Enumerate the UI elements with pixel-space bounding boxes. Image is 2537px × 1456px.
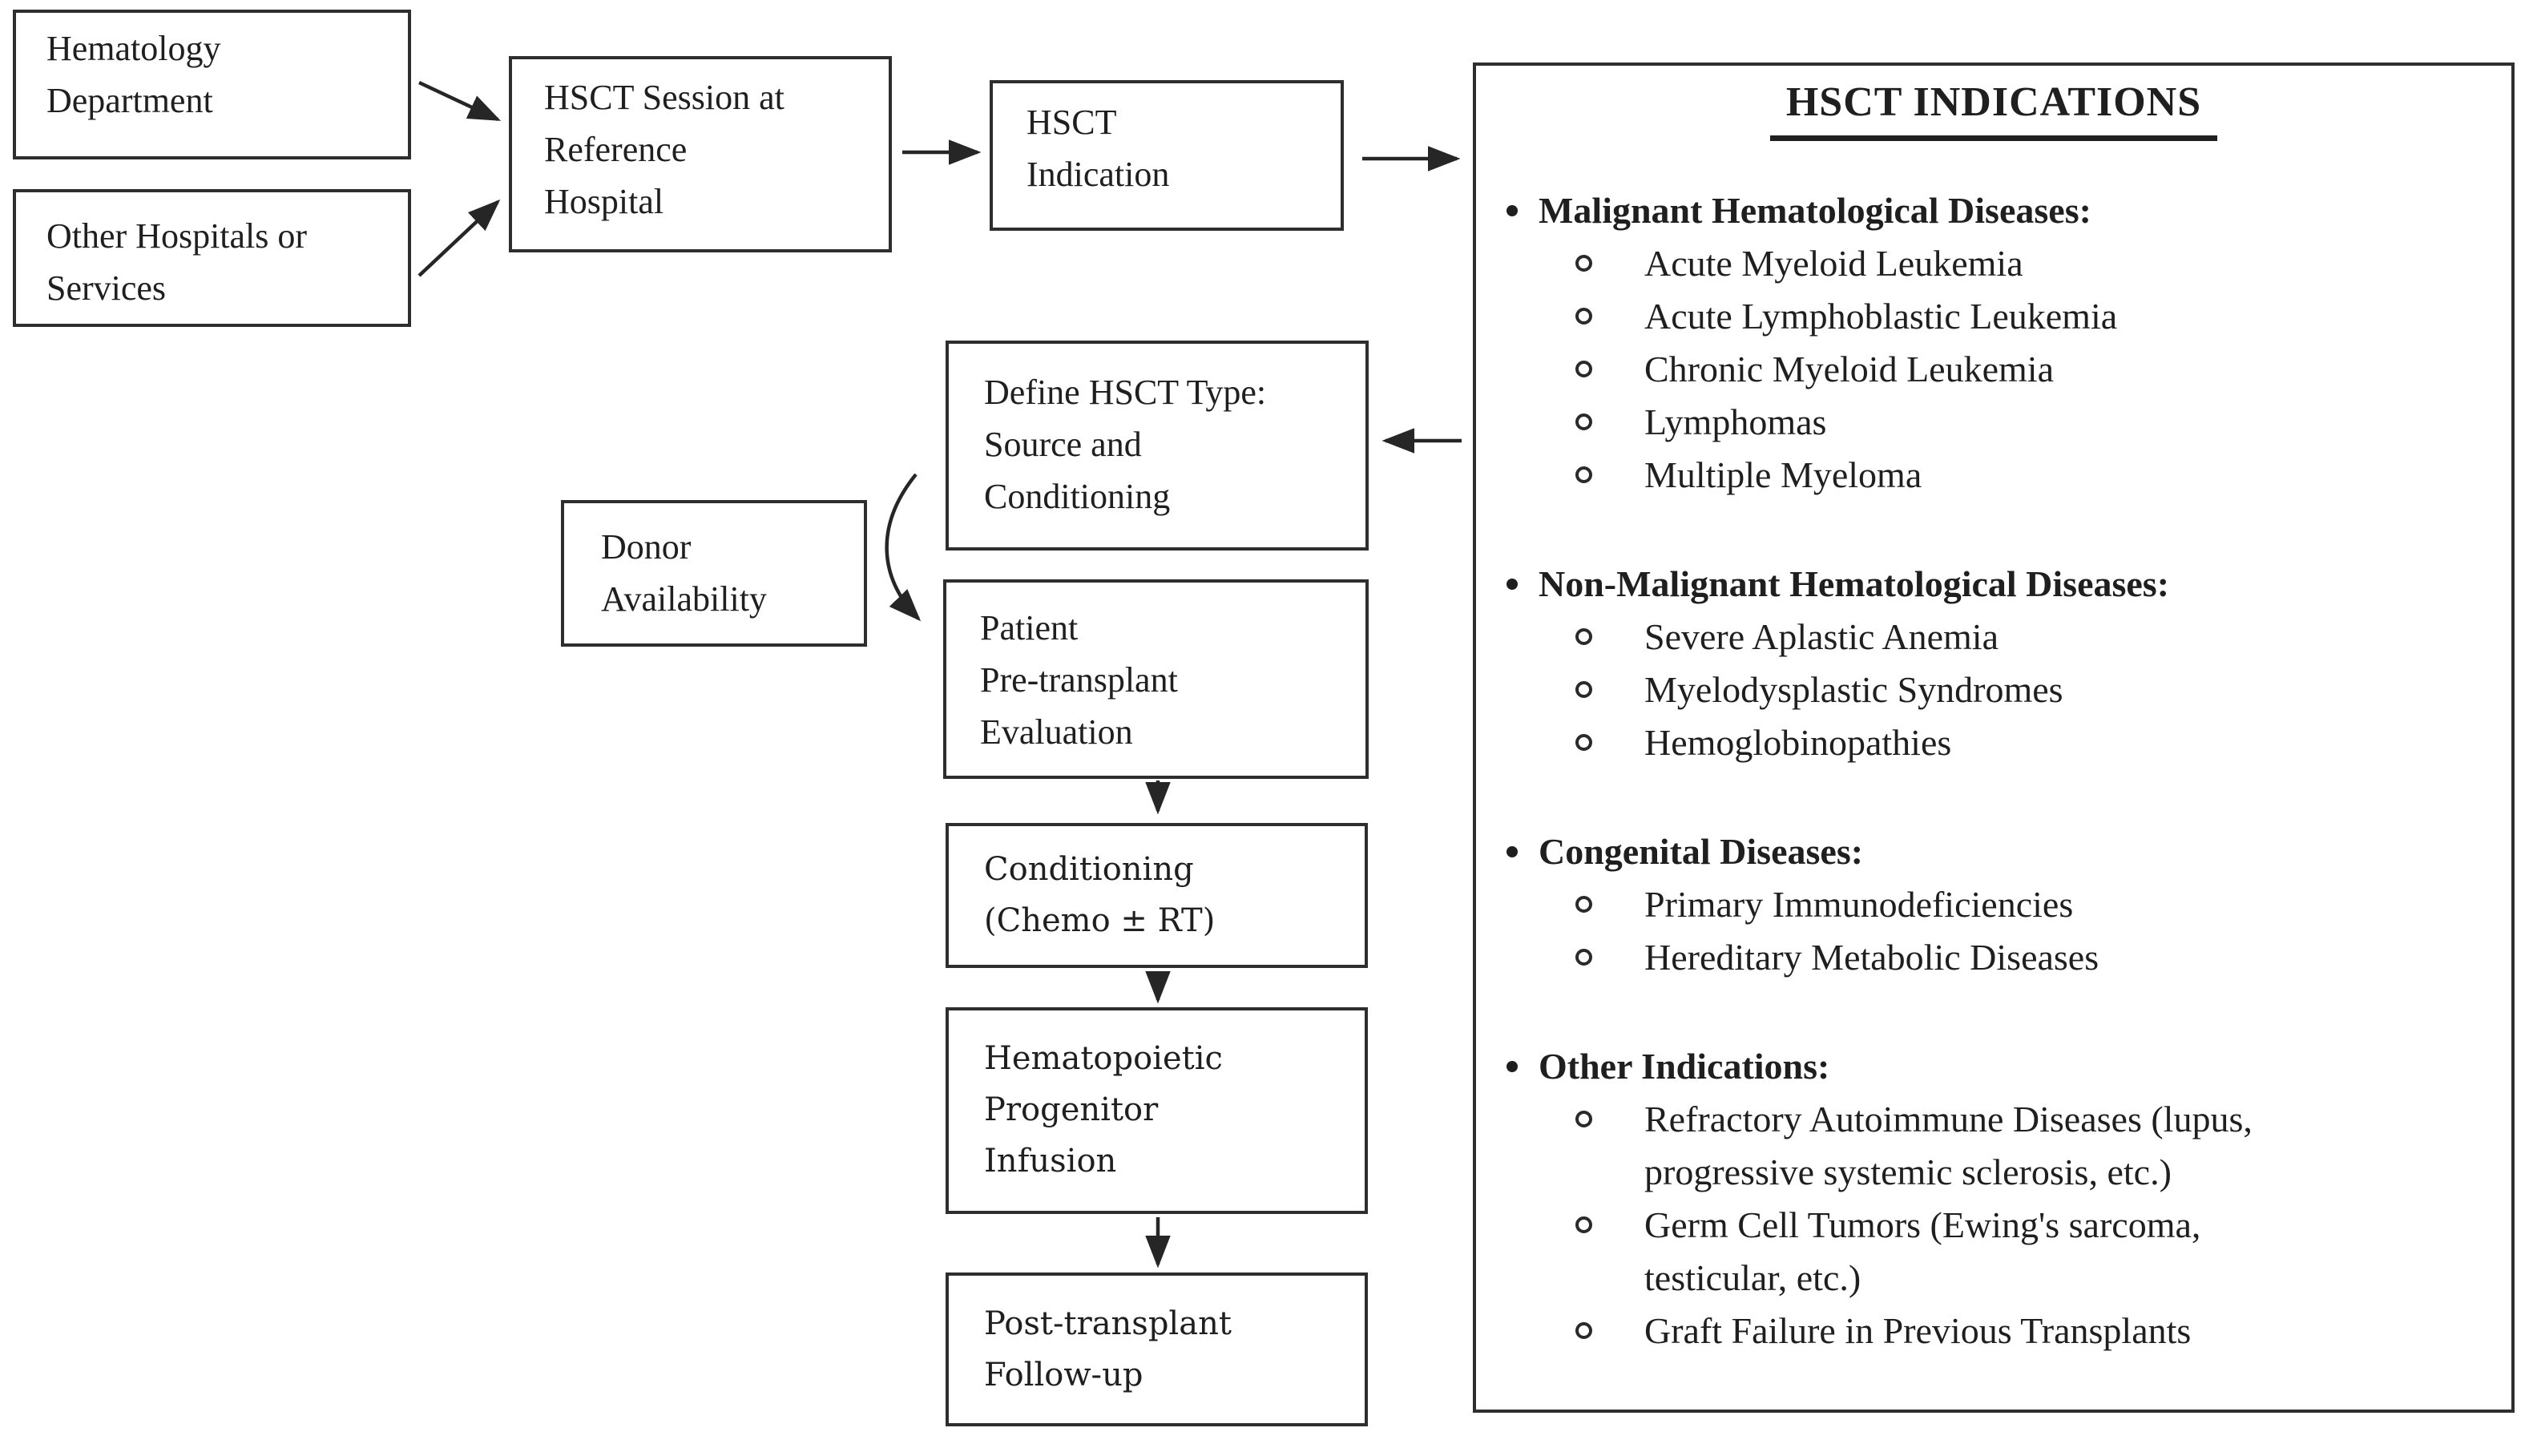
section-header: Other Indications: — [1476, 1040, 2511, 1093]
box-label-line: Evaluation — [980, 712, 1133, 752]
box-label-line: HSCT Session at — [544, 78, 784, 117]
box-label-line: Source and — [984, 425, 1142, 464]
box-label-line: Donor — [601, 527, 692, 567]
define-hsct-type-box: Define HSCT Type: Source and Conditionin… — [946, 341, 1369, 551]
section-header-label: Non-Malignant Hematological Diseases: — [1539, 563, 2170, 604]
circle-bullet-icon — [1575, 308, 1592, 325]
box-label-line: Hematology — [46, 29, 221, 68]
bullet-dot-icon — [1506, 205, 1518, 216]
panel-title-wrap: HSCT INDICATIONS — [1476, 79, 2511, 141]
section-header: Non-Malignant Hematological Diseases: — [1476, 558, 2511, 611]
list-item: Primary Immunodeficiencies — [1476, 878, 2511, 931]
box-label-line: (Chemo ± RT) — [984, 902, 1216, 939]
box-label-line: Reference — [544, 130, 688, 169]
box-label-line: Hospital — [544, 182, 664, 221]
bullet-dot-icon — [1506, 846, 1518, 857]
list-item-label: Acute Lymphoblastic Leukemia — [1644, 296, 2118, 337]
list-item: Myelodysplastic Syndromes — [1476, 663, 2511, 716]
circle-bullet-icon — [1575, 1322, 1592, 1339]
hsct-indications-panel: HSCT INDICATIONS Malignant Hematological… — [1473, 63, 2515, 1413]
circle-bullet-icon — [1575, 1216, 1592, 1233]
section-header-label: Malignant Hematological Diseases: — [1539, 190, 2091, 231]
patient-pretransplant-evaluation-box: Patient Pre-transplant Evaluation — [943, 579, 1369, 779]
list-item: Lymphomas — [1476, 396, 2511, 449]
section-malignant: Malignant Hematological Diseases: Acute … — [1476, 184, 2511, 502]
circle-bullet-icon — [1575, 413, 1592, 430]
conditioning-box: Conditioning (Chemo ± RT) — [946, 823, 1368, 968]
list-item-label: Lymphomas — [1644, 401, 1827, 442]
list-item-label: Refractory Autoimmune Diseases (lupus, — [1644, 1099, 2253, 1139]
list-item: Multiple Myeloma — [1476, 449, 2511, 502]
box-label-line: HSCT — [1026, 103, 1117, 142]
list-item: Hemoglobinopathies — [1476, 716, 2511, 769]
box-label-line: Services — [46, 268, 167, 308]
box-label-line: Post-transplant — [984, 1305, 1232, 1342]
circle-bullet-icon — [1575, 628, 1592, 645]
section-header: Congenital Diseases: — [1476, 825, 2511, 878]
list-item: Hereditary Metabolic Diseases — [1476, 931, 2511, 984]
list-item-label: Hereditary Metabolic Diseases — [1644, 937, 2099, 978]
circle-bullet-icon — [1575, 466, 1592, 483]
list-item-label: testicular, etc.) — [1644, 1257, 1861, 1298]
list-item-label: progressive systemic sclerosis, etc.) — [1644, 1151, 2172, 1192]
donor-availability-box: Donor Availability — [561, 500, 867, 647]
circle-bullet-icon — [1575, 734, 1592, 751]
circle-bullet-icon — [1575, 949, 1592, 966]
section-header-label: Other Indications: — [1539, 1046, 1830, 1087]
list-item-label: Myelodysplastic Syndromes — [1644, 669, 2063, 710]
hematology-department-box: Hematology Department — [13, 10, 411, 159]
list-item: Acute Myeloid Leukemia — [1476, 237, 2511, 290]
indications-list: Malignant Hematological Diseases: Acute … — [1476, 184, 2511, 1357]
box-label-line: Indication — [1026, 155, 1170, 194]
section-non-malignant: Non-Malignant Hematological Diseases: Se… — [1476, 558, 2511, 769]
list-item: Chronic Myeloid Leukemia — [1476, 343, 2511, 396]
list-item-label: Hemoglobinopathies — [1644, 722, 1952, 763]
post-transplant-followup-box: Post-transplant Follow-up — [946, 1272, 1368, 1426]
bullet-dot-icon — [1506, 579, 1518, 590]
box-label-line: Infusion — [984, 1143, 1117, 1180]
box-label-line: Other Hospitals or — [46, 216, 308, 256]
list-item-label: Chronic Myeloid Leukemia — [1644, 349, 2054, 389]
circle-bullet-icon — [1575, 681, 1592, 698]
box-label-line: Hematopoietic — [984, 1040, 1223, 1077]
list-item: Graft Failure in Previous Transplants — [1476, 1305, 2511, 1357]
box-label-line: Availability — [601, 579, 767, 619]
box-label-line: Patient — [980, 608, 1079, 647]
list-item-label: Graft Failure in Previous Transplants — [1644, 1310, 2192, 1351]
panel-title: HSCT INDICATIONS — [1769, 79, 2218, 141]
arrow-otherhospitals-to-session — [417, 199, 501, 277]
list-item: Germ Cell Tumors (Ewing's sarcoma, testi… — [1476, 1199, 2511, 1305]
section-congenital: Congenital Diseases: Primary Immunodefic… — [1476, 825, 2511, 984]
arrow-define-to-patient-curved — [885, 473, 922, 622]
circle-bullet-icon — [1575, 1111, 1592, 1127]
list-item-label: Severe Aplastic Anemia — [1644, 616, 1999, 657]
other-hospitals-box: Other Hospitals or Services — [13, 189, 411, 327]
box-label-line: Department — [46, 81, 213, 120]
box-label-line: Progenitor — [984, 1091, 1159, 1128]
hsct-session-box: HSCT Session at Reference Hospital — [509, 56, 892, 252]
box-label-line: Conditioning — [984, 477, 1171, 516]
box-label-line: Define HSCT Type: — [984, 373, 1267, 412]
arrow-hematology-to-session — [418, 80, 502, 122]
circle-bullet-icon — [1575, 896, 1592, 913]
list-item-label: Acute Myeloid Leukemia — [1644, 243, 2023, 284]
list-item: Refractory Autoimmune Diseases (lupus, p… — [1476, 1093, 2511, 1199]
list-item-label: Primary Immunodeficiencies — [1644, 884, 2074, 925]
hematopoietic-progenitor-infusion-box: Hematopoietic Progenitor Infusion — [946, 1007, 1368, 1214]
bullet-dot-icon — [1506, 1061, 1518, 1072]
list-item: Severe Aplastic Anemia — [1476, 611, 2511, 663]
list-item: Acute Lymphoblastic Leukemia — [1476, 290, 2511, 343]
box-label-line: Follow-up — [984, 1357, 1143, 1393]
box-label-line: Conditioning — [984, 851, 1194, 888]
section-header: Malignant Hematological Diseases: — [1476, 184, 2511, 237]
section-other-indications: Other Indications: Refractory Autoimmune… — [1476, 1040, 2511, 1357]
section-header-label: Congenital Diseases: — [1539, 831, 1864, 872]
list-item-label: Multiple Myeloma — [1644, 454, 1922, 495]
circle-bullet-icon — [1575, 361, 1592, 377]
circle-bullet-icon — [1575, 255, 1592, 272]
list-item-label: Germ Cell Tumors (Ewing's sarcoma, — [1644, 1204, 2201, 1245]
box-label-line: Pre-transplant — [980, 660, 1178, 700]
hsct-indication-box: HSCT Indication — [990, 80, 1344, 231]
